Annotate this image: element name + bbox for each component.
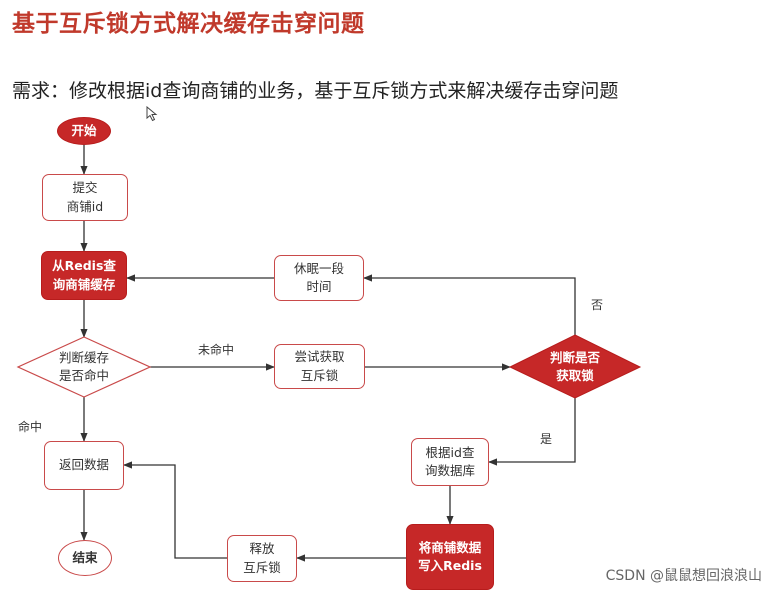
start-node: 开始 (57, 117, 111, 145)
edge-no-sleep (363, 274, 576, 335)
edge-yes-querydb (488, 398, 576, 466)
end-node: 结束 (58, 540, 112, 576)
write-redis-node: 将商铺数据写入Redis (406, 524, 494, 590)
check-cache-diamond (16, 336, 152, 398)
try-lock-node: 尝试获取互斥锁 (274, 344, 365, 389)
sleep-node: 休眠一段时间 (274, 255, 364, 301)
watermark: CSDN @鼠鼠想回浪浪山 (605, 568, 762, 584)
release-lock-node: 释放互斥锁 (227, 535, 297, 582)
query-redis-cache-node: 从Redis查询商铺缓存 (41, 251, 127, 300)
edge-label-yes: 是 (540, 432, 553, 446)
mouse-cursor-icon (146, 106, 158, 122)
check-lock-diamond (508, 334, 642, 399)
edge-release-return (123, 461, 227, 559)
check-cache-hit-label: 判断缓存是否命中 (58, 349, 109, 383)
requirement-text: 需求：修改根据id查询商铺的业务，基于互斥锁方式来解决缓存击穿问题 (12, 80, 619, 102)
check-lock-label: 判断是否获取锁 (549, 349, 600, 383)
query-database-node: 根据id查询数据库 (411, 438, 489, 486)
edge-label-no: 否 (591, 298, 604, 312)
edge-label-hit: 命中 (18, 420, 43, 434)
edge-label-miss: 未命中 (198, 343, 235, 357)
page-title: 基于互斥锁方式解决缓存击穿问题 (12, 11, 365, 37)
return-data-node: 返回数据 (44, 441, 124, 490)
submit-shop-id-node: 提交商铺id (42, 174, 128, 221)
